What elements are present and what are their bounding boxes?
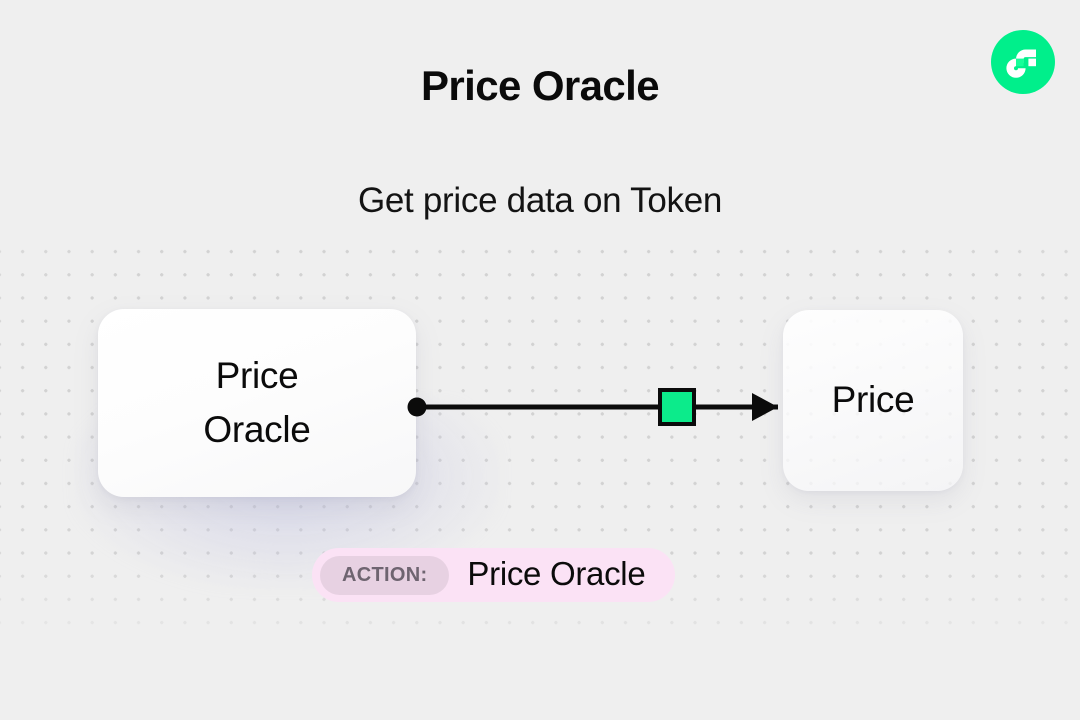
source-node[interactable]: Price Oracle bbox=[98, 309, 416, 497]
source-node-label: Price Oracle bbox=[203, 354, 311, 450]
connector-edge[interactable] bbox=[400, 376, 800, 438]
action-value: Price Oracle bbox=[467, 555, 646, 592]
connector-source-handle bbox=[407, 397, 427, 417]
page-title: Price Oracle bbox=[421, 62, 660, 109]
target-node[interactable]: Price bbox=[783, 310, 963, 491]
action-tag-label: ACTION: bbox=[320, 555, 450, 595]
target-node-label: Price bbox=[831, 379, 915, 421]
connector-arrow-head bbox=[752, 393, 778, 421]
page-subtitle: Get price data on Token bbox=[357, 181, 723, 220]
connector-marker-square bbox=[658, 388, 696, 426]
flow-logo[interactable] bbox=[991, 30, 1055, 94]
action-badge[interactable]: ACTION: Price Oracle bbox=[312, 548, 676, 602]
